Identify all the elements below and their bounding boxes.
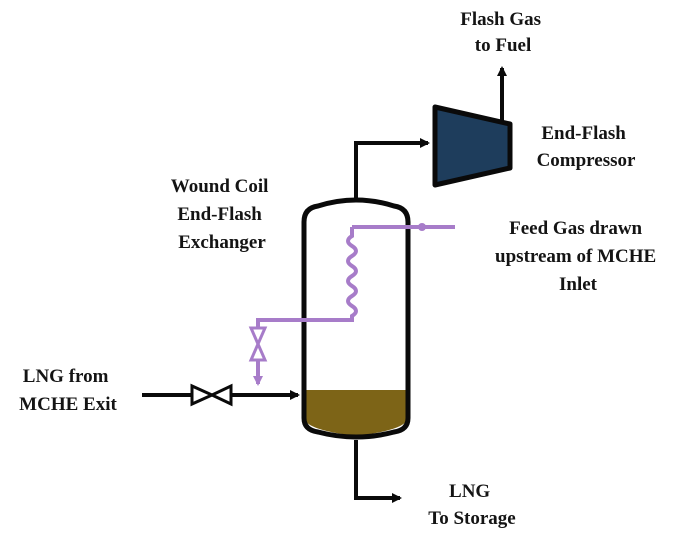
compressor-label: End-Flash Compressor bbox=[537, 123, 636, 171]
lng-outlet-line bbox=[354, 440, 402, 503]
bowtie-valve-icon bbox=[190, 383, 233, 407]
lng-outlet-label: LNG To Storage bbox=[428, 481, 515, 529]
trapezoid-compressor-icon bbox=[432, 104, 513, 188]
zigzag-coil-icon bbox=[256, 227, 358, 328]
lng-inlet-label: LNG from MCHE Exit bbox=[19, 366, 117, 415]
feed-gas-inlet-marker bbox=[418, 223, 426, 231]
flash-gas-label: Flash Gas to Fuel bbox=[460, 9, 546, 56]
bowtie-valve-icon bbox=[248, 326, 268, 362]
feed-gas-label: Feed Gas drawn upstream of MCHE Inlet bbox=[495, 218, 661, 295]
vessel-liquid-level bbox=[304, 390, 408, 436]
vapor-line bbox=[354, 138, 430, 198]
exchanger-label: Wound Coil End-Flash Exchanger bbox=[171, 176, 273, 253]
flash-drum-icon bbox=[301, 197, 411, 440]
